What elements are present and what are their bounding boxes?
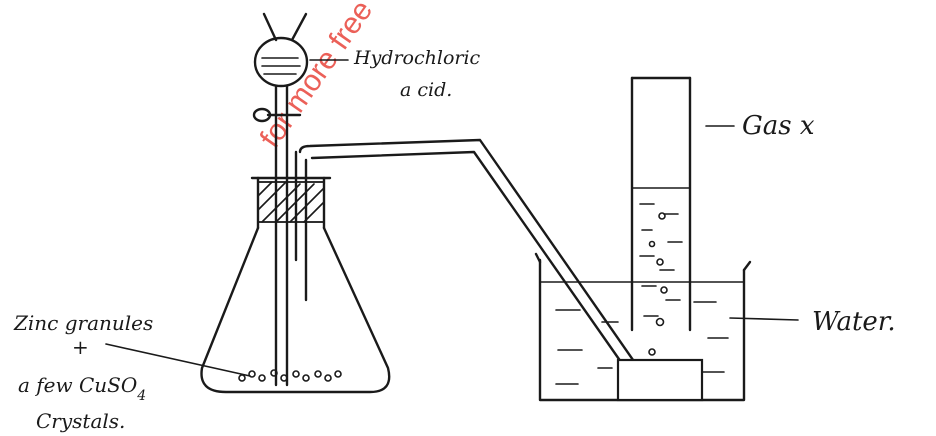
label-gas-x: Gas x <box>742 111 815 141</box>
label-hydrochloric-acid: Hydrochloric <box>353 47 481 69</box>
water-trough <box>536 254 750 400</box>
gas-jar <box>632 78 690 355</box>
watermark: for more free <box>254 0 380 154</box>
leader-lines <box>106 60 798 376</box>
label-crystals: Crystals. <box>36 409 125 433</box>
conical-flask <box>202 152 390 392</box>
zinc-granules <box>239 370 341 381</box>
label-cuso4-main: a few CuSO <box>18 373 137 397</box>
label-water: Water. <box>812 307 896 337</box>
label-zinc-granules: Zinc granules <box>13 311 153 335</box>
delivery-tube <box>300 140 640 392</box>
label-plus: + <box>72 335 89 359</box>
label-acid: a cid. <box>400 79 452 101</box>
label-cuso4: a few CuSO4 <box>18 373 146 404</box>
label-cuso4-subscript: 4 <box>136 388 146 404</box>
